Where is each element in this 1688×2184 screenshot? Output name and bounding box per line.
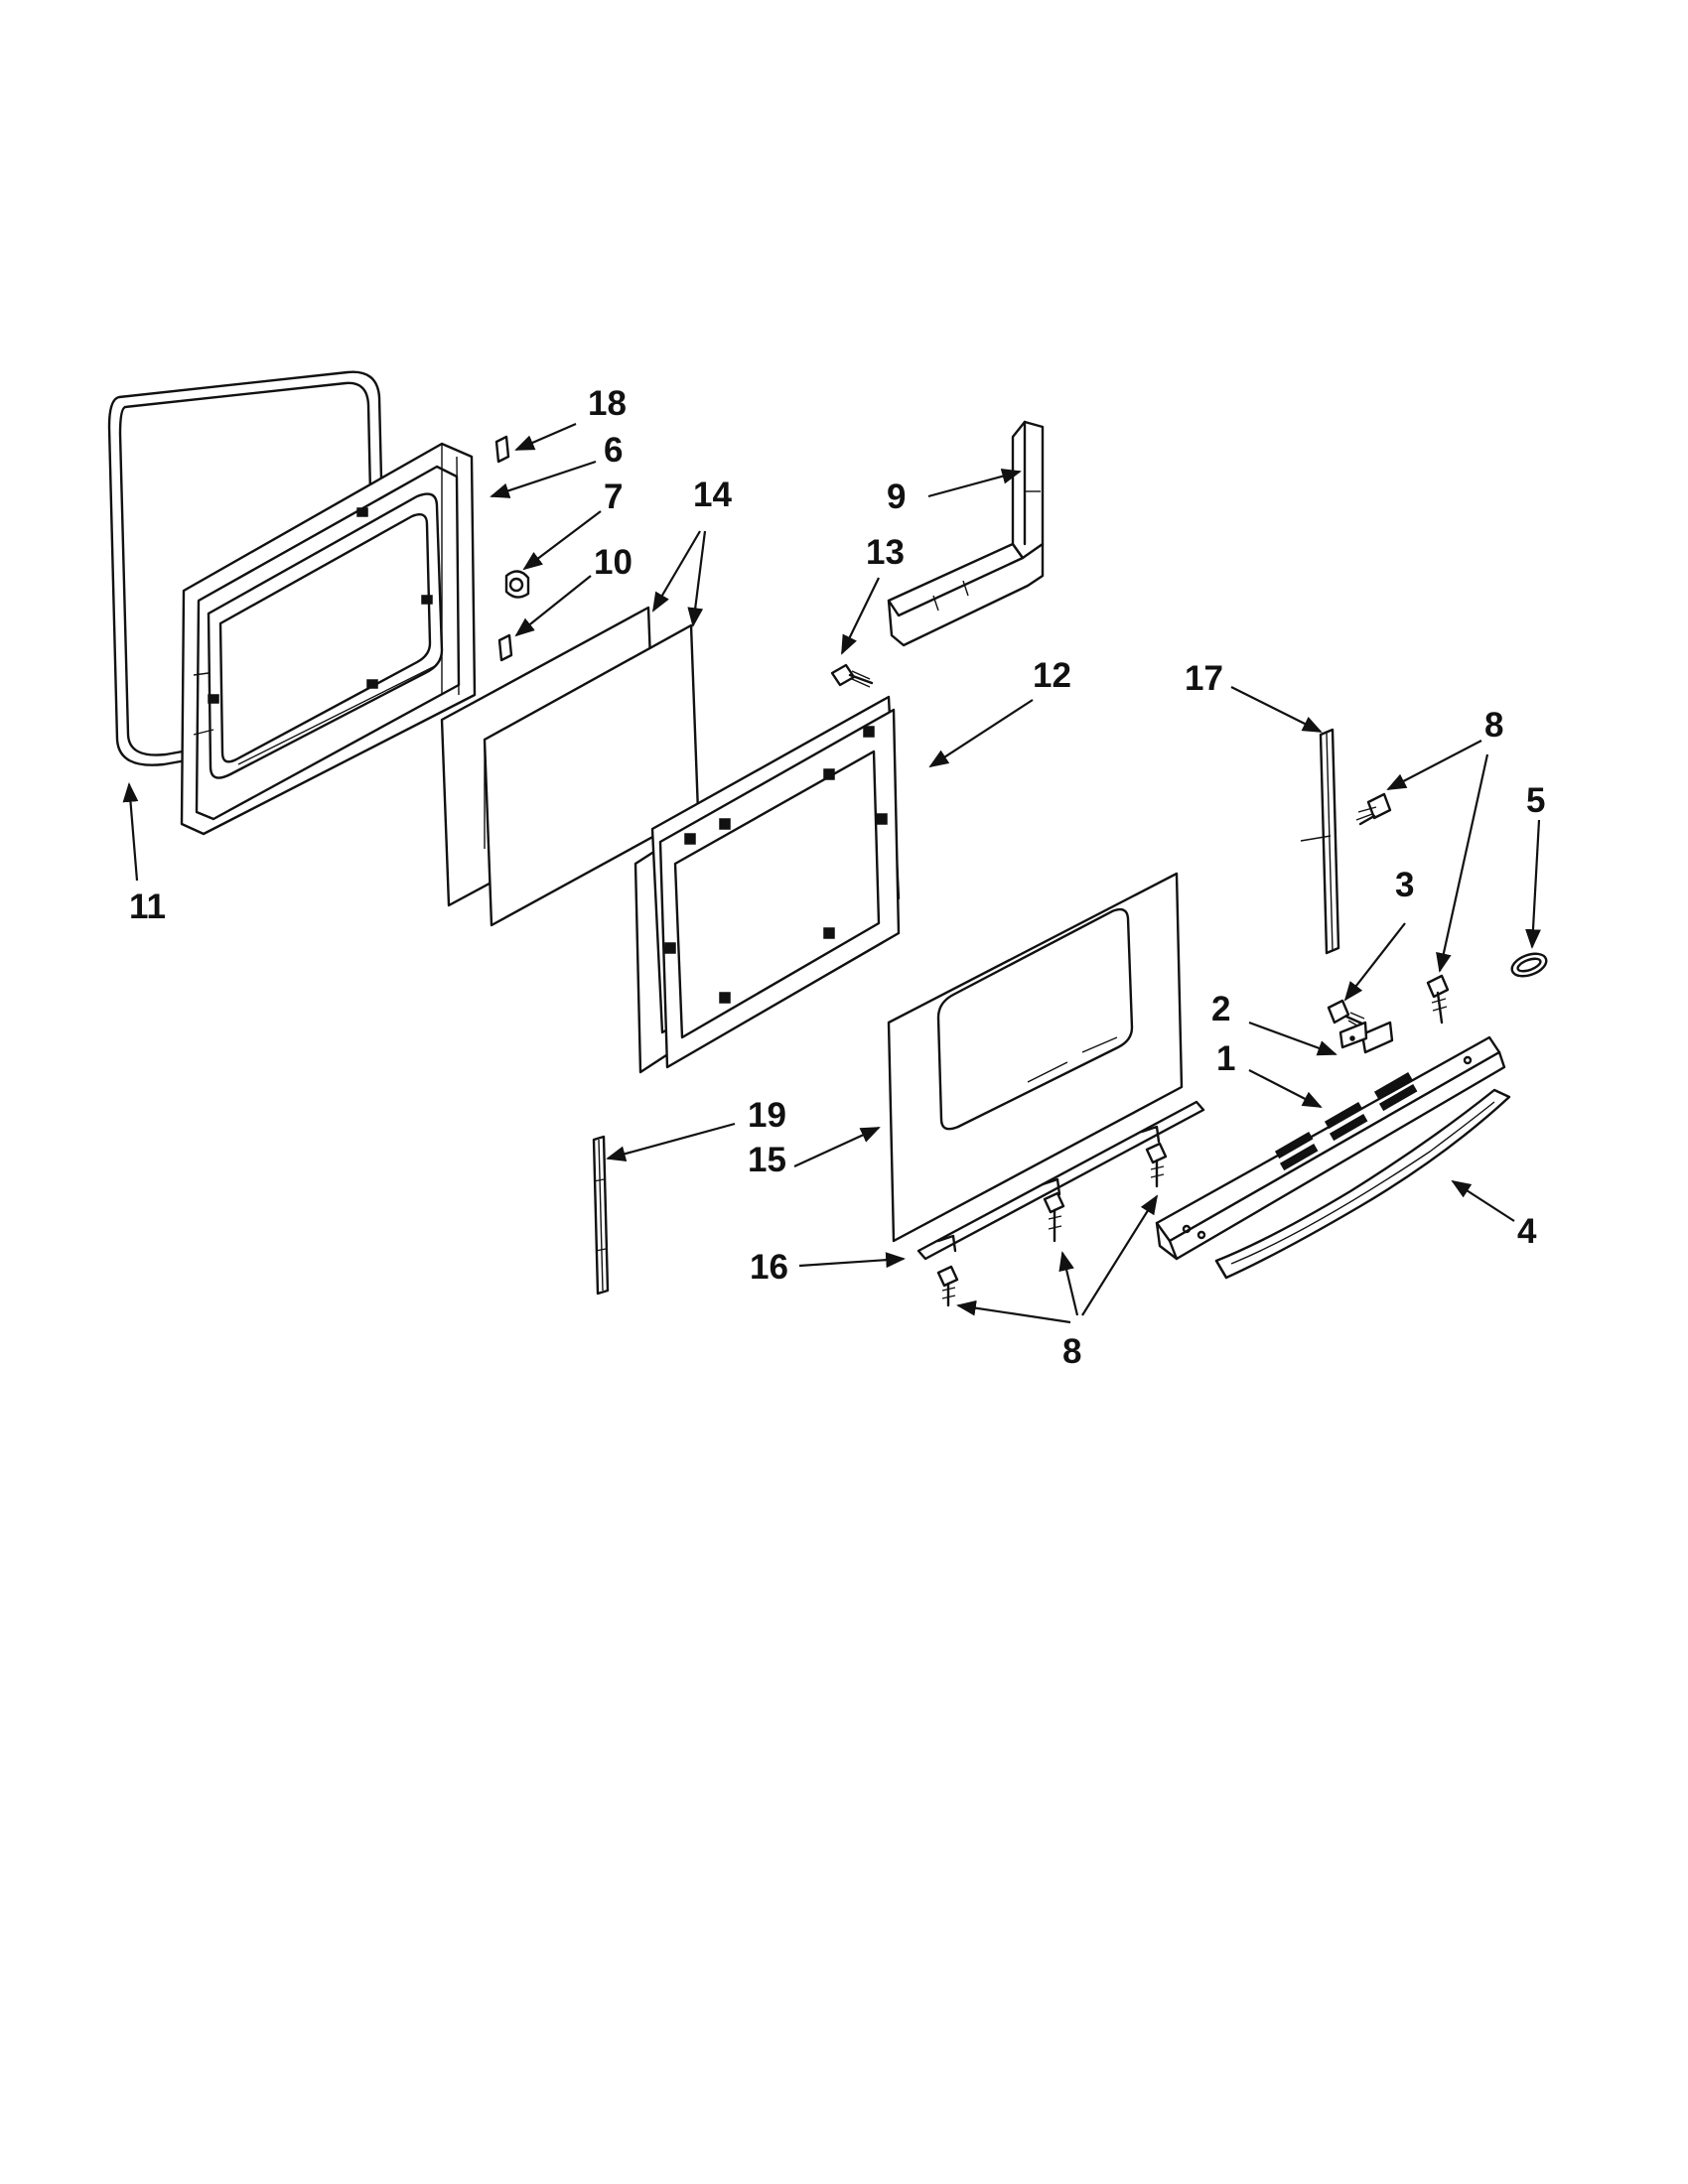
leader-lines: [122, 422, 1541, 1324]
part-11-door-gasket: [107, 370, 389, 766]
callout-labels: 18 6 7 10 14 9 13 12 17 8 5 11 3 2 1 19 …: [129, 384, 1545, 1371]
part-8-screw-upper: [1355, 792, 1392, 826]
part-17-trim-strip: [1300, 728, 1340, 955]
part-9-vent-duct: [887, 420, 1045, 647]
part-16-bottom-trim: [916, 1100, 1205, 1261]
callout-8-upper: 8: [1484, 706, 1503, 745]
callout-17: 17: [1185, 659, 1223, 698]
part-8-screw-handle: [1426, 974, 1450, 1024]
part-2-bracket: [1338, 1021, 1394, 1054]
part-18-clip: [494, 435, 510, 464]
part-15-outer-door-glass: [887, 872, 1184, 1243]
part-5-o-ring: [1510, 952, 1548, 978]
part-19-side-trim: [592, 1135, 610, 1296]
part-6-inner-door-panel: [180, 442, 477, 836]
callout-4: 4: [1517, 1212, 1537, 1251]
callout-6: 6: [604, 431, 623, 470]
part-12-glass-support: [633, 695, 901, 1074]
callout-13: 13: [866, 533, 905, 572]
callout-10: 10: [594, 543, 633, 582]
callout-9: 9: [887, 478, 906, 516]
part-8-screws-bottom: [936, 1142, 1168, 1307]
part-13-screw: [830, 663, 874, 688]
callout-14: 14: [693, 476, 732, 514]
callout-8-lower: 8: [1062, 1332, 1081, 1371]
part-14-inner-glass: [440, 606, 700, 927]
callout-12: 12: [1033, 656, 1071, 695]
callout-18: 18: [588, 384, 627, 423]
callout-3: 3: [1395, 866, 1414, 904]
callout-19: 19: [748, 1096, 786, 1135]
part-4-door-handle: [1214, 1088, 1511, 1280]
callout-2: 2: [1211, 990, 1230, 1028]
callout-1: 1: [1216, 1039, 1235, 1078]
part-1-door-trim: [1155, 1035, 1506, 1261]
part-10-clip: [497, 633, 513, 662]
callout-5: 5: [1526, 781, 1545, 820]
callout-7: 7: [604, 478, 623, 516]
callout-11: 11: [129, 887, 166, 926]
part-7-hinge-receptacle: [504, 570, 530, 599]
callout-15: 15: [748, 1141, 786, 1179]
callout-16: 16: [750, 1248, 788, 1287]
